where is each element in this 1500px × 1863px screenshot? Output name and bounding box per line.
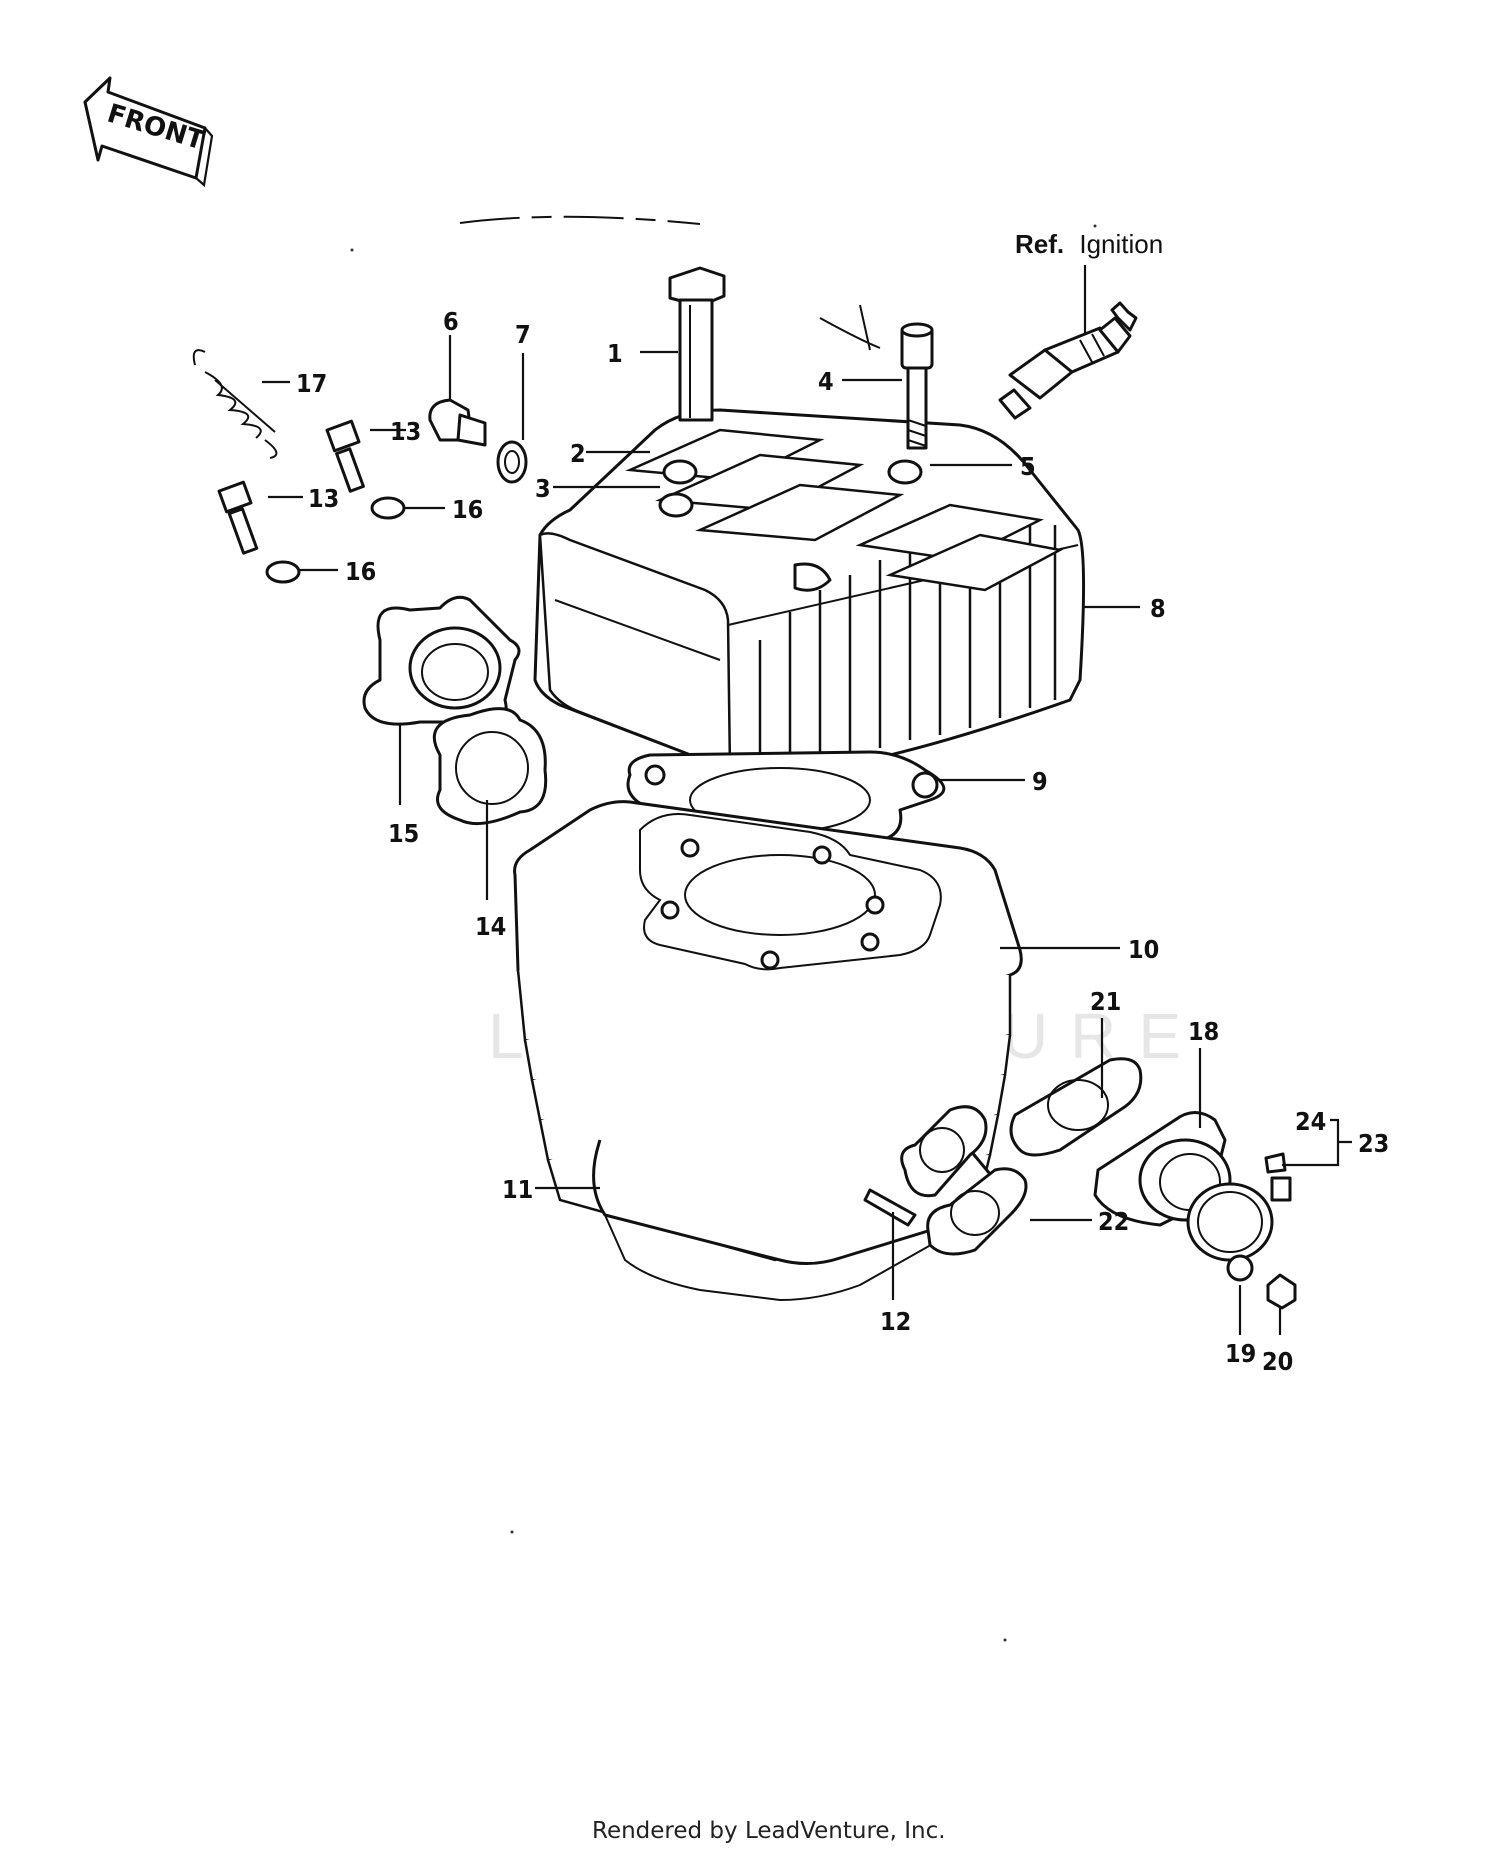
- callout-16b: 16: [345, 557, 376, 586]
- callout-13b: 13: [308, 484, 339, 513]
- reference-prefix: Ref.: [1015, 229, 1064, 259]
- callout-2: 2: [570, 439, 586, 468]
- callout-4: 4: [818, 367, 834, 396]
- exhaust-gasket-part: [900, 1105, 988, 1198]
- reference-label: Ref. Ignition: [1015, 229, 1163, 259]
- callout-10: 10: [1128, 935, 1159, 964]
- callout-8: 8: [1150, 594, 1166, 623]
- callout-20: 20: [1262, 1347, 1293, 1376]
- drain-plug-part: [428, 398, 487, 447]
- flange-gasket-part: [432, 707, 548, 826]
- socket-bolt-part: [900, 322, 934, 450]
- bolt-part: [668, 266, 726, 422]
- callout-1: 1: [607, 339, 623, 368]
- stud-part: [863, 1188, 917, 1227]
- callout-13a: 13: [390, 417, 421, 446]
- callout-22: 22: [1098, 1207, 1129, 1236]
- callout-15: 15: [388, 819, 419, 848]
- callout-11: 11: [502, 1175, 533, 1204]
- washer-part: [370, 496, 406, 520]
- washer-part: [1226, 1254, 1254, 1282]
- reference-text: Ignition: [1079, 229, 1163, 259]
- spring-part: [192, 349, 278, 459]
- callout-24: 24: [1295, 1107, 1326, 1136]
- screw-part: [1264, 1152, 1287, 1174]
- callout-5: 5: [1020, 452, 1036, 481]
- intake-flange-part: [362, 595, 521, 726]
- front-arrow-icon: FRONT: [83, 76, 214, 188]
- callout-9: 9: [1032, 767, 1048, 796]
- callout-14: 14: [475, 912, 506, 941]
- callout-23: 23: [1358, 1129, 1389, 1158]
- screw-part: [217, 419, 365, 555]
- washer-part: [496, 440, 528, 484]
- callout-12: 12: [880, 1307, 911, 1336]
- callout-16a: 16: [452, 495, 483, 524]
- callout-18: 18: [1188, 1017, 1219, 1046]
- footer-credit: Rendered by LeadVenture, Inc.: [592, 1818, 946, 1844]
- nut-part: [1266, 1273, 1297, 1310]
- intake-gasket-part: [1009, 1057, 1143, 1157]
- exhaust-gasket-part: [926, 1167, 1028, 1256]
- callout-3: 3: [535, 474, 551, 503]
- spark-plug-part: [998, 301, 1138, 420]
- hose-clamp-part: [1186, 1176, 1292, 1262]
- cylinder-head-part: [533, 408, 1086, 775]
- callout-19: 19: [1225, 1339, 1256, 1368]
- washer-part: [265, 560, 301, 584]
- callout-21: 21: [1090, 987, 1121, 1016]
- callout-6: 6: [443, 307, 459, 336]
- callout-17: 17: [296, 369, 327, 398]
- cylinder-part: [513, 800, 1023, 1302]
- callout-7: 7: [515, 320, 531, 349]
